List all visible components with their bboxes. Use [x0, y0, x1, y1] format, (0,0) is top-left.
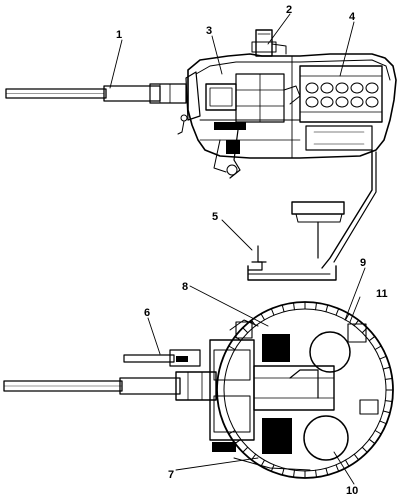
ring-tooth: [384, 378, 393, 380]
top-gun-barrel: [3, 371, 217, 401]
callout-11: 11: [376, 288, 388, 300]
ring-gear-teeth: [228, 301, 394, 479]
ammo-shell: [365, 82, 379, 94]
ammo-shell: [335, 96, 349, 108]
ammo-shell: [350, 82, 364, 94]
ring-tooth: [345, 313, 350, 321]
callout-3: 3: [206, 25, 212, 37]
ammo-shell: [320, 96, 334, 108]
callout-7: 7: [168, 469, 174, 481]
gunner-seat: [247, 245, 337, 281]
ring-tooth: [242, 446, 249, 453]
ammo-shell: [320, 82, 334, 94]
ring-tooth: [353, 319, 360, 327]
ammo-shell: [305, 96, 319, 108]
ring-tooth: [382, 366, 391, 370]
ammo-rack-shells: [305, 82, 379, 108]
ammo-shell: [305, 82, 319, 94]
ring-tooth: [379, 420, 387, 425]
leader-lines: [109, 13, 366, 485]
callout-1: 1: [116, 29, 122, 41]
ring-tooth: [368, 438, 376, 445]
elevation-controls: [213, 129, 241, 179]
ring-tooth: [293, 302, 295, 311]
callout-5: 5: [212, 211, 218, 223]
ring-tooth: [374, 430, 382, 435]
ring-tooth: [315, 469, 317, 478]
ammo-shell: [335, 82, 349, 94]
callout-4: 4: [349, 11, 356, 23]
side-turret-body: [177, 29, 397, 159]
ring-tooth: [228, 345, 236, 350]
ring-tooth: [281, 304, 285, 313]
ring-tooth: [335, 464, 340, 472]
ammo-shell: [365, 96, 379, 108]
ammo-shell: [350, 96, 364, 108]
top-view: [3, 301, 394, 479]
ring-tooth: [242, 327, 249, 334]
ring-tooth: [374, 345, 382, 350]
side-view: [5, 29, 397, 281]
ring-tooth: [325, 467, 329, 476]
ring-tooth: [270, 308, 275, 316]
callout-labels: 1 2 3 4 5 6 7 8 9 10 11: [116, 4, 388, 497]
turret-ring: [216, 301, 394, 479]
callout-8: 8: [182, 281, 188, 293]
ring-tooth: [345, 459, 350, 467]
ring-tooth: [281, 467, 285, 476]
ring-tooth: [293, 469, 295, 478]
callout-6: 6: [144, 307, 150, 319]
coaxial-machine-gun: [123, 349, 201, 367]
ring-tooth: [361, 446, 368, 453]
ring-tooth: [379, 355, 387, 360]
ring-tooth: [353, 453, 360, 461]
turret-basket-hanger: [291, 149, 377, 269]
top-interior: [209, 319, 379, 471]
ring-tooth: [384, 400, 393, 402]
ring-tooth: [260, 313, 265, 321]
callout-2: 2: [286, 4, 292, 16]
ring-tooth: [382, 410, 391, 414]
ring-tooth: [325, 304, 329, 313]
ring-tooth: [335, 308, 340, 316]
ring-tooth: [368, 335, 376, 342]
callout-9: 9: [360, 257, 366, 269]
callout-10: 10: [346, 485, 358, 497]
ring-tooth: [315, 302, 317, 311]
side-gun-barrel: [5, 83, 187, 104]
